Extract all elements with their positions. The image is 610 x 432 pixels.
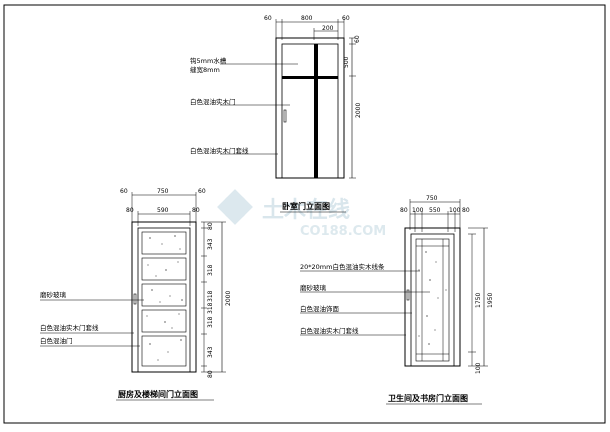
bath-frosted-texture: [418, 251, 447, 345]
kitchen-dim-inner-right: 80: [192, 207, 200, 214]
kitchen-dim-right-height: 2000: [225, 291, 232, 306]
watermark-sub-text: CO188.COM: [300, 224, 386, 239]
bath-dim-top-width: 750: [426, 195, 438, 202]
kitchen-dim-right-0: 80: [207, 222, 214, 230]
bedroom-label-gap: 缝宽8mm: [190, 65, 220, 74]
kitchen-door-elevation: 60 750 60 80 590 80: [40, 188, 232, 401]
kitchen-label-frame: 白色混油实木门套线: [40, 323, 99, 332]
bath-door-elevation: 750 80 100 550 100 80: [300, 195, 494, 405]
bedroom-dim-top-left: 60: [264, 15, 272, 22]
bedroom-dim-right-panel: 500: [343, 56, 350, 68]
bedroom-dim-top-width: 800: [301, 15, 313, 22]
bath-label-face: 白色混油饰面: [300, 304, 340, 313]
kitchen-dim-top-left: 60: [120, 188, 128, 195]
bath-dim-top-4: 80: [462, 207, 470, 214]
kitchen-title: 厨房及楼梯间门立面图: [118, 389, 198, 399]
bedroom-dim-top-panel: 200: [322, 25, 334, 32]
bath-label-frame: 白色混油实木门套线: [300, 326, 359, 335]
bedroom-dim-right-height: 2000: [355, 103, 362, 118]
kitchen-dim-inner-width: 590: [157, 207, 169, 214]
bath-dim-top-1: 100: [412, 207, 424, 214]
bedroom-label-groove: 钩5mm水槽: [190, 56, 227, 65]
bath-dim-right-inner: 1750: [475, 293, 482, 308]
bath-dim-right-bottom: 100: [475, 362, 482, 374]
kitchen-dim-right-1: 343: [207, 238, 214, 250]
kitchen-dim-right-2: 318: [207, 264, 214, 276]
bedroom-title: 卧室门立面图: [282, 201, 330, 211]
bath-title: 卫生间及书房门立面图: [388, 393, 468, 403]
watermark-main-text: 土木在线: [262, 197, 350, 223]
bath-dim-top-3: 100: [449, 207, 461, 214]
bath-label-strip: 20*20mm白色混油实木线条: [300, 262, 385, 271]
kitchen-glass-panels: [141, 231, 187, 367]
kitchen-label-door: 白色混油门: [40, 336, 73, 345]
bath-label-glass: 磨砂玻璃: [300, 283, 327, 292]
kitchen-dim-right-5: 318: [207, 302, 214, 314]
kitchen-dim-right-6: 343: [207, 346, 214, 358]
kitchen-label-glass: 磨砂玻璃: [40, 290, 67, 299]
kitchen-dim-top-right: 60: [198, 188, 206, 195]
bedroom-label-frame: 白色混油实木门套线: [190, 146, 249, 155]
bath-dim-top-0: 80: [400, 207, 408, 214]
bath-dim-top-2: 550: [429, 207, 441, 214]
kitchen-dim-right-3: 318: [207, 290, 214, 302]
kitchen-dim-inner-left: 80: [126, 207, 134, 214]
bedroom-label-door: 白色混油实木门: [190, 97, 236, 106]
kitchen-dim-right-7: 80: [207, 370, 214, 378]
watermark-logo-icon: [217, 189, 253, 225]
bedroom-dim-right-top: 60: [354, 35, 361, 43]
bath-dim-right-height: 1950: [487, 293, 494, 308]
bedroom-door-elevation: 60 800 60 200 60 500 2000 钩5mm水槽 缝宽8mm 白…: [190, 15, 362, 213]
watermark: 土木在线 CO188.COM: [217, 189, 386, 239]
kitchen-dim-top-width: 750: [157, 188, 169, 195]
sheet-border: [3, 4, 606, 424]
kitchen-frosted-texture: [146, 235, 183, 361]
bedroom-dim-top-right: 60: [342, 15, 350, 22]
kitchen-dim-right-4: 318: [207, 316, 214, 328]
